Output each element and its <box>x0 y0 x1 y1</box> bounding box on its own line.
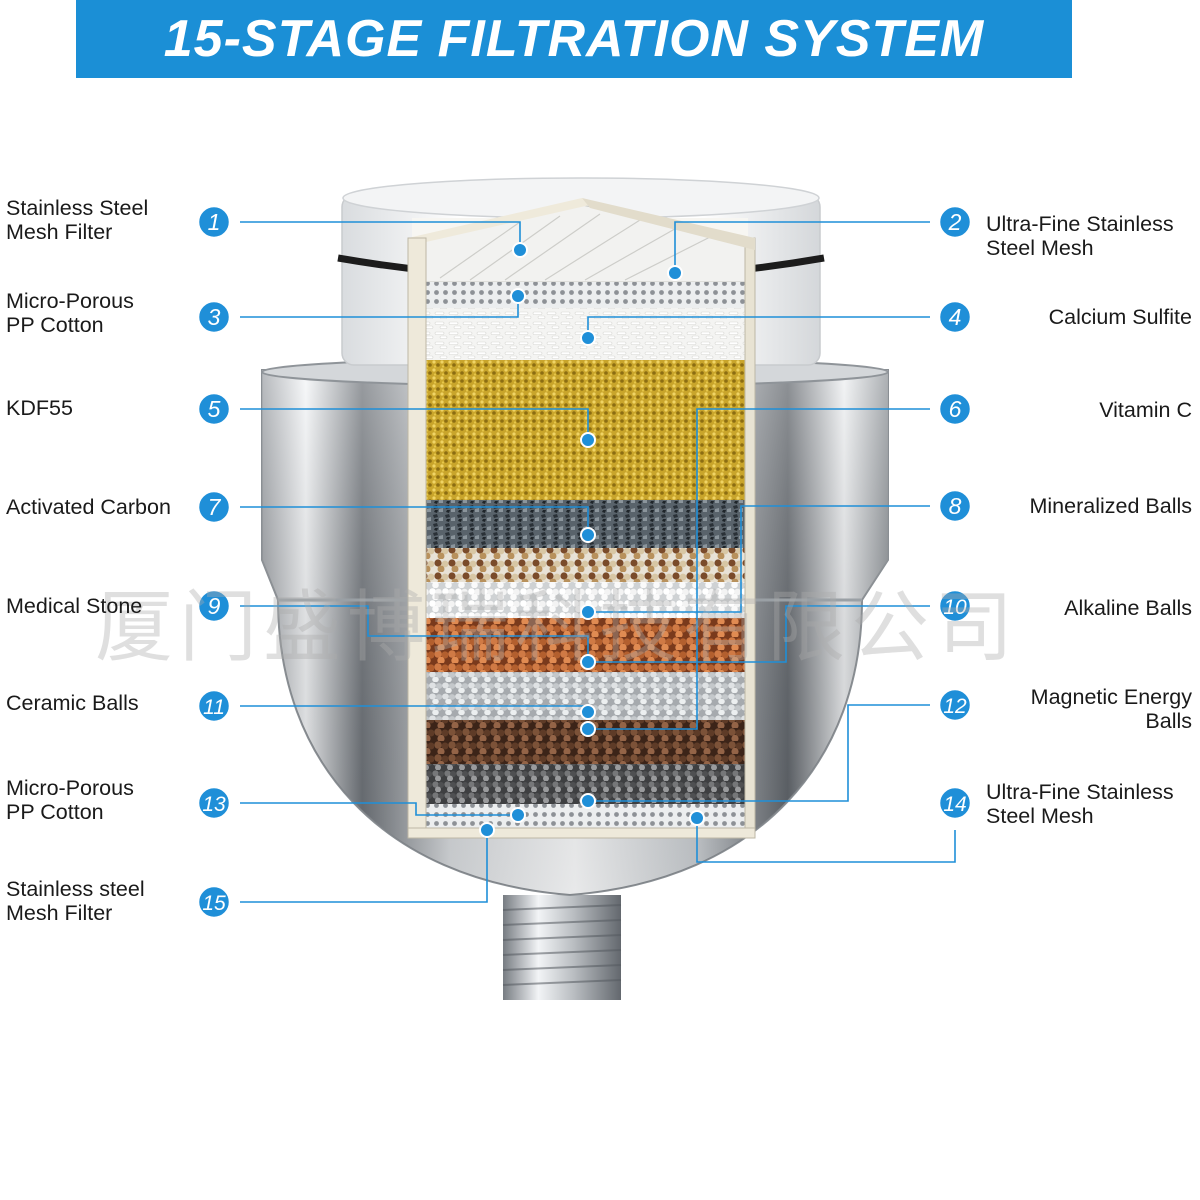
stage-badge-12: 12 <box>937 687 973 723</box>
stage-label-9: Medical Stone <box>6 594 143 618</box>
leader-line-2 <box>674 221 930 273</box>
stage-badge-circle <box>196 884 232 920</box>
leader-endpoints <box>479 242 705 838</box>
stage-label-11: Ceramic Balls <box>6 691 139 715</box>
leader-dot-15 <box>479 822 495 838</box>
page-title: 15-STAGE FILTRATION SYSTEM <box>163 10 985 68</box>
leader-dot-1 <box>512 242 528 258</box>
stage-number: 2 <box>948 209 962 235</box>
stage-number: 8 <box>949 493 962 519</box>
stage-badge-2: 2 <box>937 204 973 240</box>
stage-label-3: Micro-Porous PP Cotton <box>6 289 134 337</box>
stage-badge-circle <box>196 688 232 724</box>
leader-dot-13 <box>510 807 526 823</box>
stage-badge-8: 8 <box>937 488 973 524</box>
stage-badge-15: 15 <box>196 884 232 920</box>
stage-label-4: Calcium Sulfite <box>1048 305 1192 329</box>
leader-line-1 <box>240 221 521 250</box>
leader-line-5 <box>240 408 589 440</box>
leader-dot-3 <box>510 288 526 304</box>
stage-badge-13: 13 <box>196 785 232 821</box>
stage-number: 12 <box>943 695 967 718</box>
stage-number: 15 <box>202 892 226 915</box>
stage-label-2: Ultra-Fine Stainless Steel Mesh <box>986 212 1174 260</box>
stage-number: 6 <box>949 396 962 422</box>
stage-badge-5: 5 <box>196 391 232 427</box>
leader-line-9 <box>240 605 589 662</box>
stage-number: 13 <box>202 793 226 816</box>
stage-badge-circle <box>937 588 973 624</box>
stage-badge-circle <box>196 785 232 821</box>
stage-number: 14 <box>943 793 966 816</box>
stage-label-1: Stainless Steel Mesh Filter <box>6 196 149 244</box>
stage-badge-circle <box>196 299 232 335</box>
stage-number: 11 <box>203 696 225 719</box>
stage-badge-3: 3 <box>196 299 232 335</box>
stage-number: 7 <box>208 494 222 520</box>
stage-badge-circle <box>196 204 232 240</box>
leader-line-13 <box>240 802 518 816</box>
stage-badge-circle <box>937 785 973 821</box>
leader-dot-2 <box>667 265 683 281</box>
filter-cartridge-cutaway <box>407 198 756 839</box>
stage-label-8: Mineralized Balls <box>1029 494 1192 518</box>
title-banner: 15-STAGE FILTRATION SYSTEM <box>76 0 1072 78</box>
leader-line-15 <box>240 830 488 903</box>
stage-number: 1 <box>208 209 221 235</box>
leader-dot-12 <box>580 793 596 809</box>
leader-dot-7 <box>580 527 596 543</box>
stage-badge-circle <box>937 488 973 524</box>
stage-number: 3 <box>208 304 221 330</box>
stage-label-14: Ultra-Fine Stainless Steel Mesh <box>986 780 1174 828</box>
stage-badge-10: 10 <box>937 588 973 624</box>
stage-number: 10 <box>943 596 967 619</box>
stage-badge-11: 11 <box>196 688 232 724</box>
stage-label-6: Vitamin C <box>1099 398 1192 422</box>
leader-line-14 <box>696 818 956 863</box>
stage-label-13: Micro-Porous PP Cotton <box>6 776 134 824</box>
stage-badge-circle <box>196 588 232 624</box>
leader-dot-4 <box>580 330 596 346</box>
stage-label-5: KDF55 <box>6 396 73 420</box>
stage-badge-circle <box>196 489 232 525</box>
leader-dot-11 <box>580 704 596 720</box>
stage-badge-circle <box>937 204 973 240</box>
stage-badge-circle <box>937 687 973 723</box>
leader-dot-8 <box>580 604 596 620</box>
stage-badge-circle <box>196 391 232 427</box>
stage-badge-14: 14 <box>937 785 973 821</box>
leader-line-12 <box>588 704 930 802</box>
leader-dot-9 <box>580 654 596 670</box>
stage-badge-1: 1 <box>196 204 232 240</box>
leader-dot-6 <box>580 721 596 737</box>
leader-lines <box>240 221 956 903</box>
stage-number: 5 <box>208 396 221 422</box>
leader-line-7 <box>240 506 589 535</box>
threaded-outlet <box>502 895 622 1000</box>
stage-badge-circle <box>937 299 973 335</box>
stage-label-12: Magnetic Energy Balls <box>1030 685 1192 733</box>
leader-line-6 <box>588 408 930 730</box>
stage-label-15: Stainless steel Mesh Filter <box>6 877 145 925</box>
leader-dot-5 <box>580 432 596 448</box>
stage-number: 9 <box>208 593 221 619</box>
leader-dot-14 <box>689 810 705 826</box>
stage-number: 4 <box>949 304 962 330</box>
stage-badge-4: 4 <box>937 299 973 335</box>
leader-line-10 <box>588 605 930 663</box>
stage-badge-6: 6 <box>937 391 973 427</box>
stage-label-7: Activated Carbon <box>6 495 171 519</box>
leader-line-8 <box>588 505 930 613</box>
stage-label-10: Alkaline Balls <box>1064 596 1192 620</box>
stage-badge-7: 7 <box>196 489 232 525</box>
stage-badge-9: 9 <box>196 588 232 624</box>
stage-badge-circle <box>937 391 973 427</box>
